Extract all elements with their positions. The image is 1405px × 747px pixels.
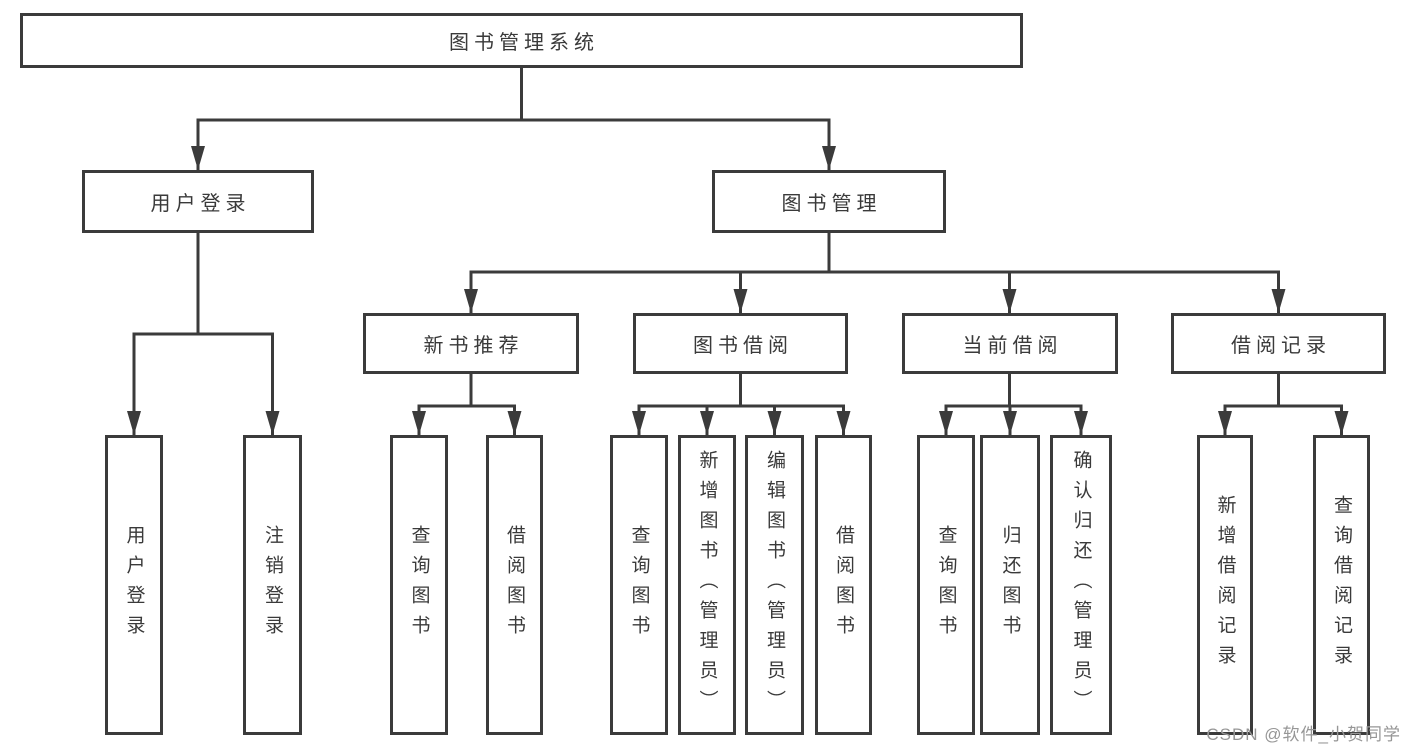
- node-borrow-record: 借阅记录: [1171, 313, 1386, 374]
- leaf-borrow-query-label: 查询图书: [628, 525, 650, 645]
- leaf-current-return: 归还图书: [980, 435, 1040, 735]
- leaf-current-query-label: 查询图书: [935, 525, 957, 645]
- node-new-book-recommend-label: 新书推荐: [423, 335, 524, 357]
- leaf-borrow-add-admin-label: 新增图书（管理员）: [696, 450, 718, 720]
- node-new-book-recommend: 新书推荐: [363, 313, 579, 374]
- node-current-borrow-label: 当前借阅: [962, 335, 1063, 357]
- node-root: 图书管理系统: [20, 13, 1023, 68]
- leaf-user-login-label: 用户登录: [123, 525, 145, 645]
- node-book-borrow: 图书借阅: [633, 313, 848, 374]
- leaf-record-query-label: 查询借阅记录: [1331, 495, 1352, 675]
- leaf-borrow-edit-admin-label: 编辑图书（管理员）: [764, 450, 785, 720]
- leaf-borrow-edit-admin: 编辑图书（管理员）: [745, 435, 804, 735]
- leaf-user-login: 用户登录: [105, 435, 163, 735]
- leaf-newbook-query-label: 查询图书: [408, 525, 430, 645]
- leaf-current-confirm-admin-label: 确认归还（管理员）: [1070, 450, 1092, 720]
- leaf-newbook-borrow: 借阅图书: [486, 435, 543, 735]
- leaf-current-return-label: 归还图书: [999, 525, 1021, 645]
- leaf-record-add: 新增借阅记录: [1197, 435, 1253, 735]
- leaf-record-query: 查询借阅记录: [1313, 435, 1370, 735]
- leaf-borrow-add-admin: 新增图书（管理员）: [678, 435, 736, 735]
- leaf-borrow-book: 借阅图书: [815, 435, 872, 735]
- leaf-current-confirm-admin: 确认归还（管理员）: [1050, 435, 1112, 735]
- leaf-newbook-borrow-label: 借阅图书: [504, 525, 525, 645]
- node-user-login-label: 用户登录: [150, 193, 251, 215]
- leaf-borrow-query: 查询图书: [610, 435, 668, 735]
- node-book-management-label: 图书管理: [781, 193, 882, 215]
- leaf-newbook-query: 查询图书: [390, 435, 448, 735]
- node-book-borrow-label: 图书借阅: [693, 335, 793, 357]
- watermark: CSDN @软件_小贺同学: [1206, 725, 1401, 744]
- leaf-current-query: 查询图书: [917, 435, 975, 735]
- leaf-borrow-book-label: 借阅图书: [833, 525, 854, 645]
- leaf-logout: 注销登录: [243, 435, 302, 735]
- node-user-login: 用户登录: [82, 170, 314, 233]
- node-book-management: 图书管理: [712, 170, 946, 233]
- node-borrow-record-label: 借阅记录: [1231, 335, 1331, 357]
- node-current-borrow: 当前借阅: [902, 313, 1118, 374]
- leaf-record-add-label: 新增借阅记录: [1214, 495, 1236, 675]
- leaf-logout-label: 注销登录: [262, 525, 283, 645]
- node-root-label: 图书管理系统: [449, 32, 599, 54]
